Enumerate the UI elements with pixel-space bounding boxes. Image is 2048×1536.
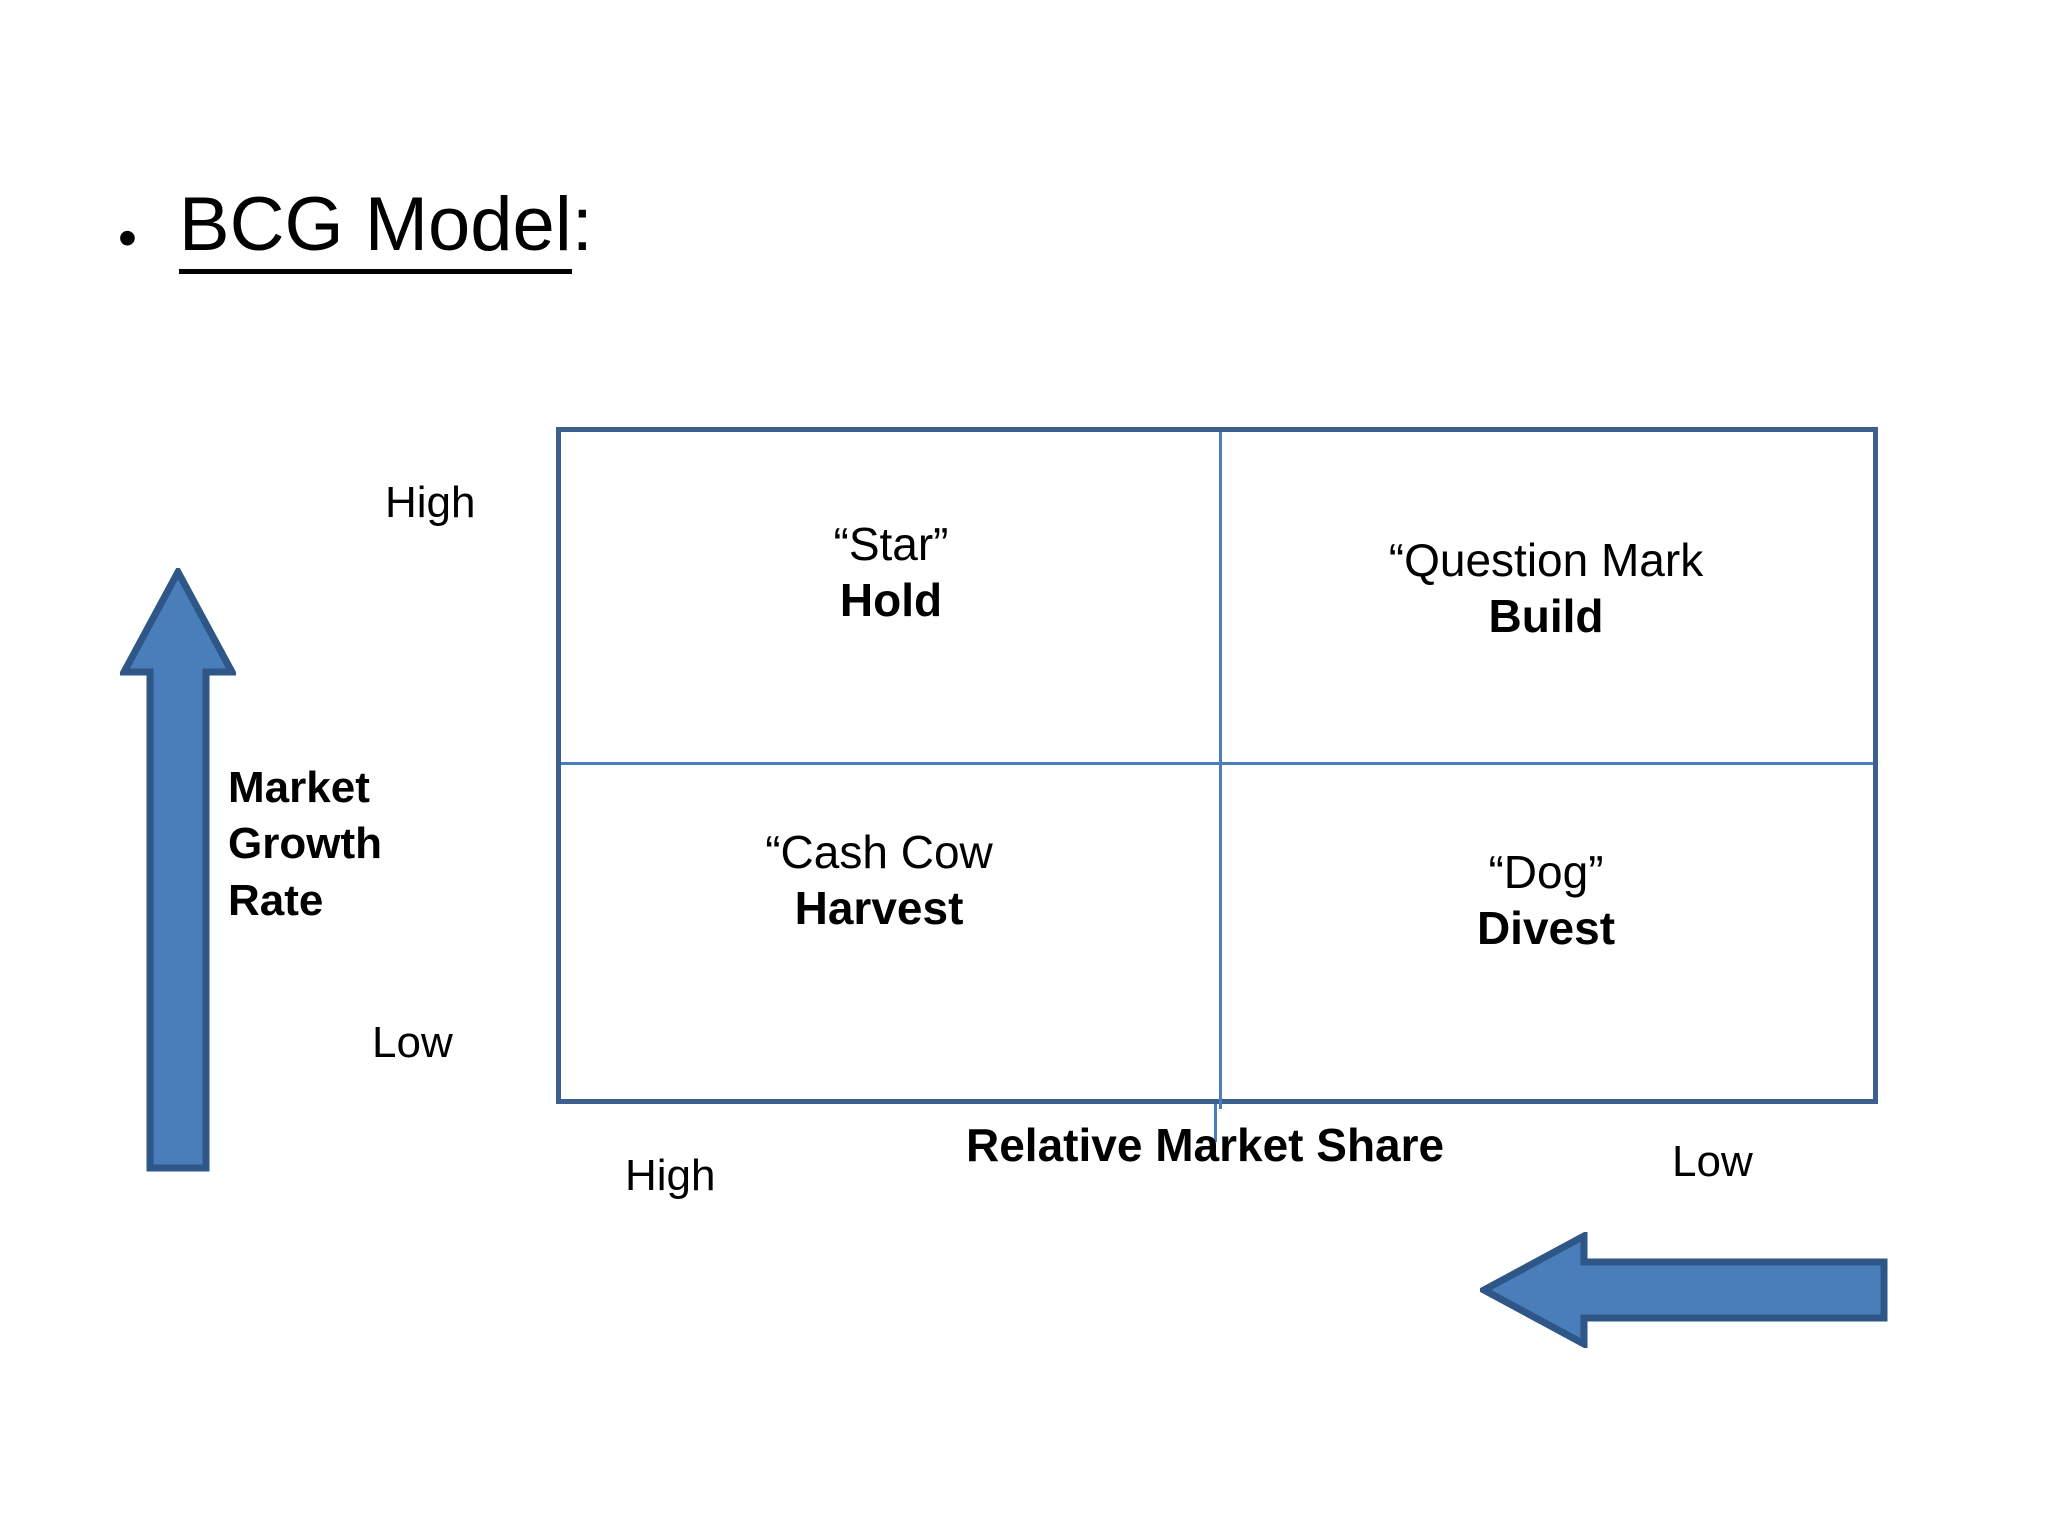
x-axis-low-label: Low bbox=[1672, 1137, 1753, 1186]
matrix-vertical-divider bbox=[1219, 432, 1222, 1109]
bcg-matrix: “Star” Hold “Question Mark Build “Cash C… bbox=[556, 427, 1878, 1109]
page-title: • BCG Model : bbox=[118, 185, 593, 274]
x-axis-title: Relative Market Share bbox=[966, 1119, 1445, 1171]
x-axis-high-label: High bbox=[625, 1151, 716, 1200]
y-axis-title-line-3: Rate bbox=[228, 875, 324, 925]
bullet-icon: • bbox=[118, 208, 137, 268]
y-axis-title-line-1: Market bbox=[228, 763, 370, 812]
arrow-left-icon bbox=[1476, 1230, 1888, 1350]
quadrant-question-mark-action: Build bbox=[1488, 590, 1604, 643]
y-axis-title-line-2: Growth bbox=[228, 819, 382, 869]
quadrant-dog[interactable]: “Dog” Divest bbox=[1229, 844, 1863, 956]
y-axis-high-label: High bbox=[385, 478, 476, 527]
quadrant-question-mark[interactable]: “Question Mark Build bbox=[1229, 532, 1863, 644]
page-title-colon: : bbox=[571, 182, 593, 267]
matrix-horizontal-divider bbox=[561, 762, 1873, 765]
quadrant-star-action: Hold bbox=[839, 574, 943, 627]
matrix-vertical-divider-extension bbox=[1214, 1104, 1217, 1142]
quadrant-cash-cow-action: Harvest bbox=[794, 882, 964, 935]
arrow-up-icon bbox=[118, 564, 238, 1172]
y-axis-title: Market Growth Rate bbox=[228, 760, 382, 929]
quadrant-star[interactable]: “Star” Hold bbox=[591, 516, 1191, 628]
quadrant-cash-cow[interactable]: “Cash Cow Harvest bbox=[579, 824, 1179, 936]
quadrant-question-mark-name: “Question Mark bbox=[1388, 534, 1704, 586]
quadrant-dog-action: Divest bbox=[1476, 902, 1616, 955]
quadrant-cash-cow-name: “Cash Cow bbox=[765, 826, 993, 878]
page-title-text: BCG Model bbox=[178, 185, 572, 274]
quadrant-star-name: “Star” bbox=[833, 518, 949, 570]
y-axis-low-label: Low bbox=[372, 1018, 453, 1067]
quadrant-dog-name: “Dog” bbox=[1488, 846, 1604, 898]
